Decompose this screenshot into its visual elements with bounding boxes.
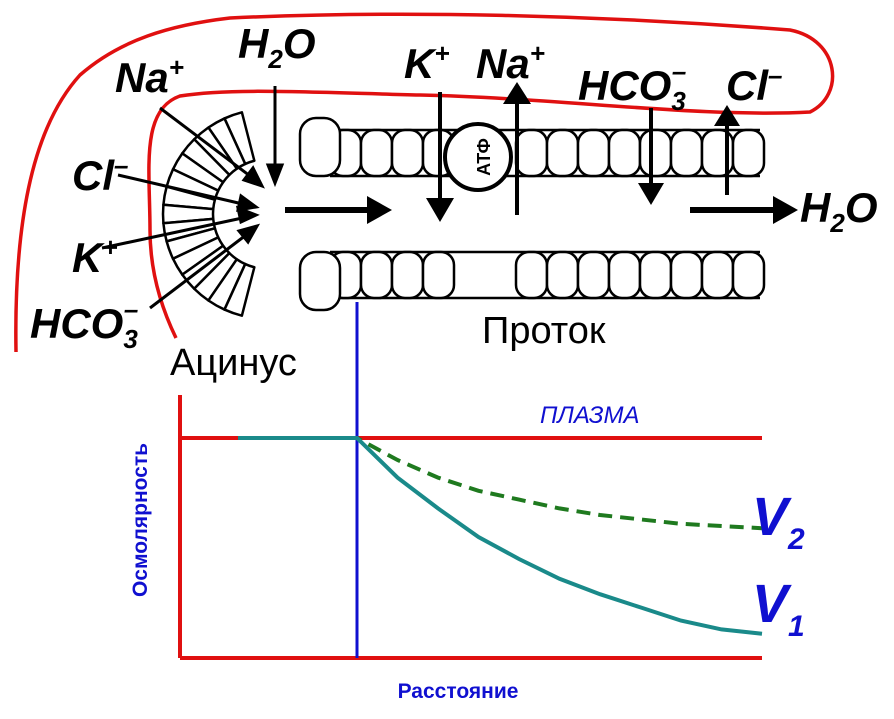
x-axis-label: Расстояние [398, 680, 519, 703]
ion-hco3-acinus: HCO3– [30, 294, 138, 354]
duct-cell [669, 250, 704, 300]
duct-label: Проток [482, 310, 606, 352]
ion-hco3-duct: HCO3– [578, 56, 686, 116]
duct-cell [390, 128, 425, 178]
ion-k-duct: K+ [404, 38, 450, 87]
plasma-label: ПЛАЗМА [540, 402, 640, 429]
y-axis-label: Осмолярность [129, 443, 152, 597]
ion-cl-duct: Cl– [726, 60, 782, 109]
atp-label: АТФ [474, 138, 494, 176]
series-line-v2 [238, 436, 763, 531]
acinus-neck-cell [298, 116, 342, 178]
duct-cell [607, 250, 642, 300]
duct-cell [731, 250, 766, 300]
duct-cell [669, 128, 704, 178]
duct-cell [638, 250, 673, 300]
duct-cell [390, 250, 425, 300]
duct-cell [731, 128, 766, 178]
duct-cell [700, 250, 735, 300]
series-line-v1 [238, 436, 763, 636]
duct-upper-wall [328, 128, 766, 178]
series-label-v2: V2 [752, 487, 805, 556]
duct-cell [359, 128, 394, 178]
duct-cell [607, 128, 642, 178]
flow-arrows [285, 196, 798, 224]
duct-cell [359, 250, 394, 300]
acinus-neck-cell [298, 250, 342, 312]
duct-cell [545, 128, 580, 178]
ion-k-acinus: K+ [72, 232, 118, 281]
acinus-cell [223, 262, 256, 317]
duct-cell [545, 250, 580, 300]
ion-h2o-duct-out: H2O [800, 184, 877, 238]
duct-cell [514, 250, 549, 300]
atp-pump: АТФ [443, 122, 513, 192]
duct-cell [514, 128, 549, 178]
ion-na-duct: Na+ [476, 38, 545, 87]
duct-cell [576, 128, 611, 178]
acinus-arrows [101, 86, 285, 310]
acinus-label: Ацинус [170, 342, 297, 384]
series-label-v1: V1 [752, 574, 805, 643]
duct-cell [421, 250, 456, 300]
ion-cl-acinus: Cl– [72, 150, 128, 199]
red-outline [14, 12, 835, 353]
ion-na-acinus: Na+ [115, 52, 184, 101]
ion-h2o-acinus: H2O [238, 20, 315, 74]
duct-cell [576, 250, 611, 300]
duct-cell [638, 128, 673, 178]
duct-transport-arrows [426, 82, 740, 222]
duct-lower-wall [328, 250, 766, 300]
